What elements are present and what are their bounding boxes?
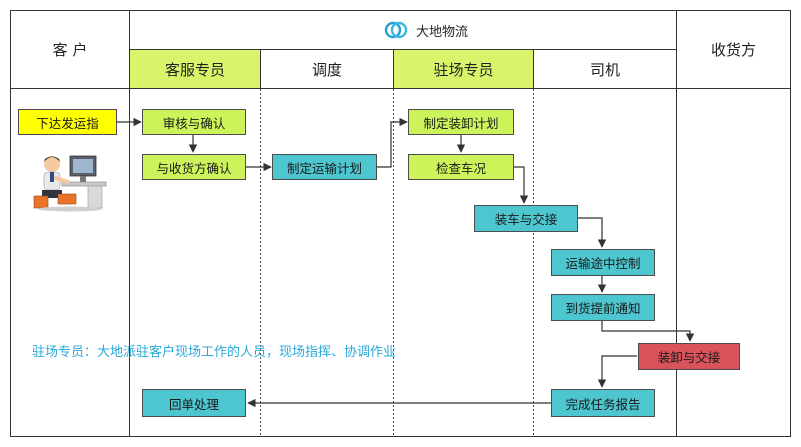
brand-title: 大地物流 — [384, 18, 468, 42]
onsite-note: 驻场专员：大地派驻客户现场工作的人员，现场指挥、协调作业 — [32, 345, 397, 360]
step-unload-handover: 装卸与交接 — [638, 343, 740, 370]
step-transit-control: 运输途中控制 — [551, 249, 655, 276]
arrow-unload-to-report — [597, 355, 637, 388]
lane-header-service: 客服专员 — [130, 50, 260, 88]
step-issue-order: 下达发运指 — [18, 109, 117, 135]
step-check-vehicle: 检查车况 — [408, 154, 514, 180]
office-worker-icon — [33, 155, 107, 212]
arrow-plan-to-loadplan — [377, 117, 408, 168]
step-plan-loading: 制定装卸计划 — [408, 109, 514, 135]
lane-header-dispatch: 调度 — [311, 60, 342, 79]
lane-header-driver: 司机 — [589, 60, 620, 79]
arrow-load-to-transit — [578, 217, 607, 248]
step-load-handover: 装车与交接 — [474, 205, 578, 232]
brand-name: 大地物流 — [416, 24, 469, 40]
step-receipt-processing: 回单处理 — [142, 389, 246, 417]
lane-header-customer: 客 户 — [52, 41, 88, 59]
step-confirm-receiver: 与收货方确认 — [142, 154, 246, 180]
step-complete-report: 完成任务报告 — [551, 389, 655, 417]
arrow-check-to-load — [514, 166, 529, 204]
outer-frame — [10, 10, 791, 437]
step-arrival-notice: 到货提前通知 — [551, 294, 655, 321]
step-plan-transport: 制定运输计划 — [272, 154, 377, 180]
lane-header-receiver: 收货方 — [710, 41, 756, 59]
dadi-logo-icon — [384, 21, 408, 39]
arrow-notice-to-unload — [601, 321, 695, 342]
lane-header-onsite: 驻场专员 — [394, 50, 533, 88]
step-review: 审核与确认 — [142, 109, 246, 135]
